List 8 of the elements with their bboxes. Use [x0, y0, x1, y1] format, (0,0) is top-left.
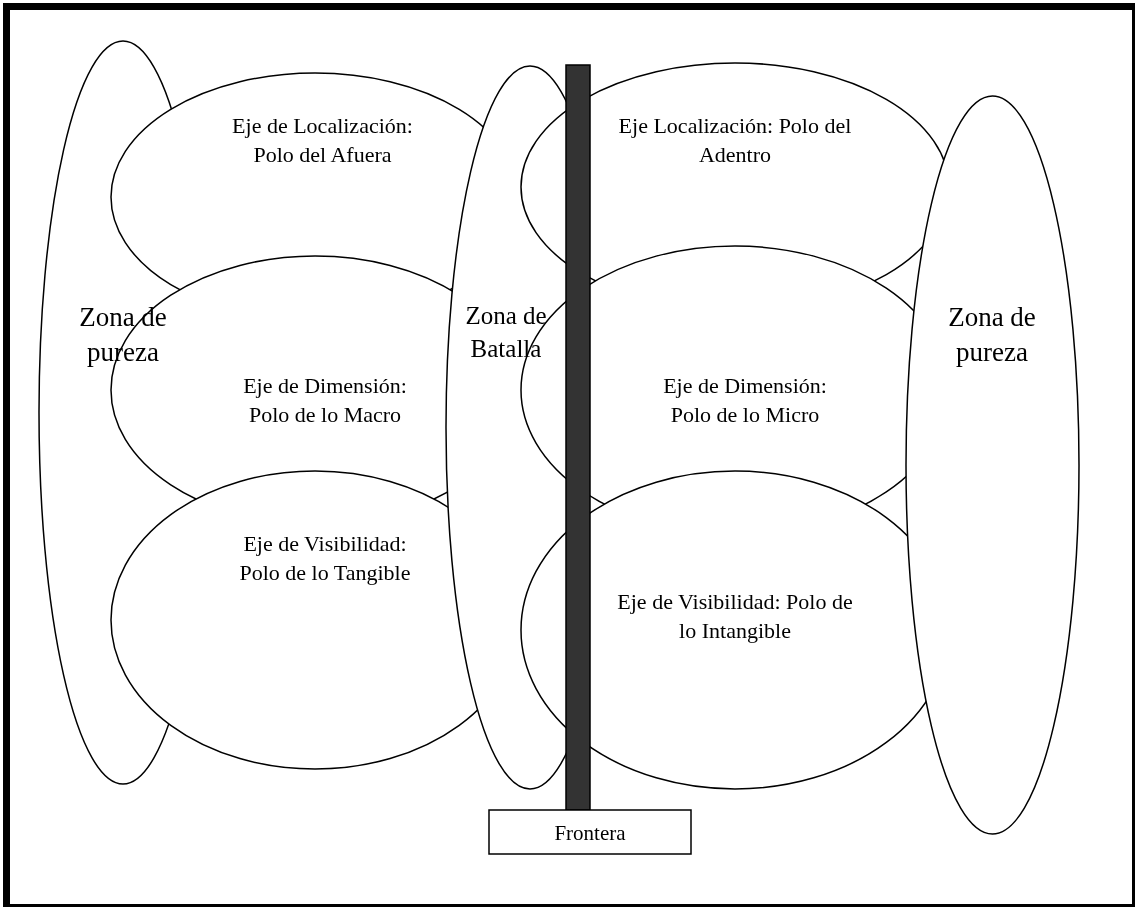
- axis-label: Eje de Visibilidad: Polo de lo Intangible: [616, 588, 854, 645]
- axis-label: Eje de Visibilidad: Polo de lo Tangible: [238, 530, 412, 587]
- axis-label: Eje de Localización: Polo del Afuera: [231, 112, 414, 169]
- axis-label: Eje de Dimensión: Polo de lo Micro: [662, 372, 828, 429]
- axis-label: Eje Localización: Polo del Adentro: [617, 112, 853, 169]
- axis-label: Eje de Dimensión: Polo de lo Macro: [242, 372, 408, 429]
- sign-label: Frontera: [553, 820, 627, 847]
- zone-label: Zona de pureza: [947, 301, 1037, 370]
